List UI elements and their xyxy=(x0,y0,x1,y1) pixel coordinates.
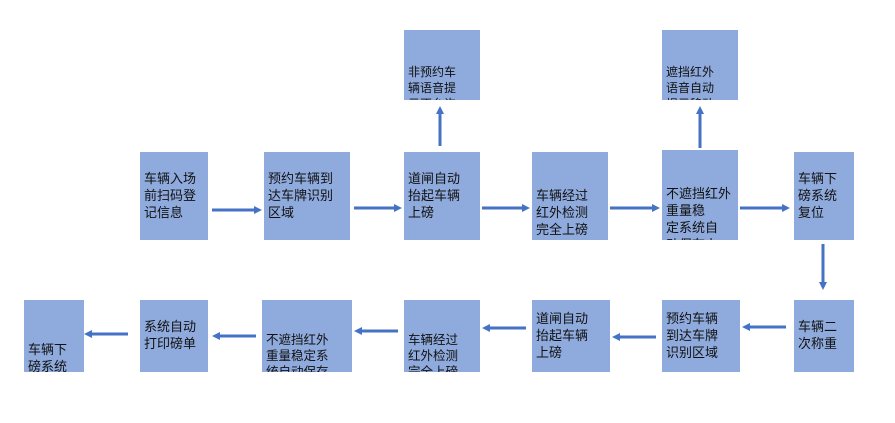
step-gate-up-2: 道闸自动 抬起车辆 上磅 xyxy=(532,300,610,372)
step-blocked-infrared-alert-text: 遮挡红外 语音自动 提示移动 车辆 xyxy=(666,65,715,100)
step-gate-up-2-text: 道闸自动 抬起车辆 上磅 xyxy=(536,311,589,361)
step-reserved-arrive: 预约车辆到 达车牌识别 区域 xyxy=(264,152,350,240)
step-register-scan-text: 车辆入场 前扫码登 记信息 xyxy=(144,171,197,221)
step-reserved-arrive-2-text: 预约车辆 到达车牌 识别区域 xyxy=(666,311,719,361)
step-gate-up-text: 道闸自动 抬起车辆 上磅 xyxy=(408,171,461,221)
step-weight-stable-2-text: 不遮挡红外 重量稳定系 统自动保存 上磅道闸抬 起 xyxy=(266,332,329,372)
step-register-scan: 车辆入场 前扫码登 记信息 xyxy=(140,152,208,240)
step-infrared-check: 车辆经过 红外检测 完全上磅 道闸自动 落下 xyxy=(532,152,608,240)
step-infrared-check-text: 车辆经过 红外检测 完全上磅 道闸自动 落下 xyxy=(536,189,589,238)
step-print-receipt-text: 系统自动 打印磅单 xyxy=(144,320,197,352)
step-reserved-arrive-text: 预约车辆到 达车牌识别 区域 xyxy=(268,171,334,221)
step-print-receipt: 系统自动 打印磅单 xyxy=(140,300,208,372)
step-weight-stable: 不遮挡红外 重量稳 定系统自 动保存上 磅道闸抬 xyxy=(662,150,738,240)
step-system-reset-2-text: 车辆下 磅系统 复位 xyxy=(28,343,68,372)
step-gate-up: 道闸自动 抬起车辆 上磅 xyxy=(404,152,480,240)
step-infrared-check-2-text: 车辆经过 红外检测 完全上磅 道闸自动 抬起 xyxy=(408,332,459,372)
step-system-reset-text: 车辆下 磅系统 复位 xyxy=(798,171,838,221)
step-non-reserved-alert: 非预约车 辆语音提 示不允许 上磅 xyxy=(404,30,480,100)
step-weight-stable-text: 不遮挡红外 重量稳 定系统自 动保存上 磅道闸抬 xyxy=(666,187,732,240)
step-infrared-check-2: 车辆经过 红外检测 完全上磅 道闸自动 抬起 xyxy=(404,300,480,372)
step-reserved-arrive-2: 预约车辆 到达车牌 识别区域 xyxy=(662,300,740,372)
step-system-reset-2: 车辆下 磅系统 复位 xyxy=(24,300,84,372)
step-non-reserved-alert-text: 非预约车 辆语音提 示不允许 上磅 xyxy=(408,65,457,100)
step-blocked-infrared-alert: 遮挡红外 语音自动 提示移动 车辆 xyxy=(662,30,738,100)
step-weight-stable-2: 不遮挡红外 重量稳定系 统自动保存 上磅道闸抬 起 xyxy=(262,300,352,372)
step-system-reset: 车辆下 磅系统 复位 xyxy=(794,152,854,240)
step-second-weigh: 车辆二 次称重 xyxy=(794,300,854,372)
step-second-weigh-text: 车辆二 次称重 xyxy=(798,320,838,352)
